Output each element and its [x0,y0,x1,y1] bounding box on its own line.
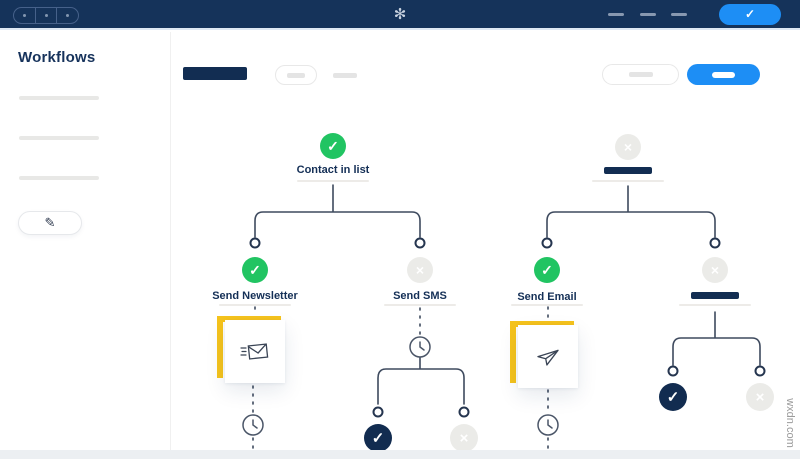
check-icon: ✓ [327,137,339,154]
cross-icon: × [710,262,720,278]
node-label: Send Newsletter [212,290,298,302]
swirl-logo-icon: ✻ [393,6,407,23]
check-icon: ✓ [371,430,385,447]
email-card[interactable] [518,325,578,388]
topbar: ✻ ✓ [0,0,800,30]
node-label: Send SMS [393,290,447,302]
label-placeholder [712,71,735,78]
node-status-approved[interactable]: ✓ [320,133,346,159]
paper-plane-icon [537,349,559,366]
window-control-middle[interactable] [34,8,57,23]
dot-icon [22,14,26,17]
clock-icon [242,336,559,436]
card-accent [510,321,516,383]
card-accent [510,321,574,327]
node-underline [219,304,291,306]
node-underline [297,180,369,182]
sidebar-item-placeholder[interactable] [19,136,99,140]
check-icon: ✓ [666,389,680,406]
check-icon: ✓ [744,7,756,21]
node-underline [592,180,664,182]
node-label: Contact in list [296,164,370,176]
cross-icon: × [459,429,469,447]
sidebar-divider [170,32,171,450]
check-icon: ✓ [541,261,553,278]
filter-placeholder[interactable] [333,73,357,78]
dashed-connector-line [252,306,549,451]
node-status-approved[interactable]: ✓ [242,257,268,283]
node-status-approved[interactable]: ✓ [534,257,560,283]
envelope-icon [240,342,269,360]
cross-icon: × [623,139,633,155]
filter-pill-button[interactable] [275,65,317,85]
node-label-placeholder [691,292,739,299]
node-underline [511,304,583,306]
node-status-rejected[interactable]: × [615,134,641,160]
cross-icon: × [755,388,765,406]
window-controls[interactable] [13,7,79,24]
sidebar-item-placeholder[interactable] [19,96,99,100]
cross-icon: × [415,262,425,278]
sidebar-item-placeholder[interactable] [19,176,99,180]
node-status-rejected[interactable]: × [702,257,728,283]
connector-line [254,184,761,405]
edit-workflow-button[interactable]: ✎ [18,211,82,235]
dot-icon [44,14,48,17]
outcome-approved[interactable]: ✓ [659,383,687,411]
dot-icon [66,14,70,17]
window-control-back[interactable] [14,8,35,23]
primary-button[interactable] [687,64,760,85]
node-underline [679,304,751,306]
secondary-button[interactable] [602,64,679,85]
newsletter-card[interactable] [225,320,285,383]
content-title-placeholder [183,67,247,80]
node-underline [384,304,456,306]
card-accent [217,316,223,378]
connector-dot [249,237,766,418]
outcome-rejected[interactable]: × [746,383,774,411]
outcome-approved[interactable]: ✓ [364,424,392,452]
label-placeholder [628,72,653,77]
check-icon: ✓ [249,261,261,278]
node-status-rejected[interactable]: × [407,257,433,283]
card-accent [217,316,281,322]
pencil-icon: ✎ [44,215,56,230]
menu-item-placeholder[interactable] [608,13,624,16]
window-control-forward[interactable] [56,8,78,23]
watermark: wxdn.com [784,398,796,448]
page-title: Workflows [18,49,96,66]
outcome-rejected[interactable]: × [450,424,478,452]
node-label: Send Email [517,291,577,303]
menu-item-placeholder[interactable] [640,13,656,16]
bottom-strip [0,450,800,459]
node-label-placeholder [604,167,652,174]
menu-item-placeholder[interactable] [671,13,687,16]
topbar-primary-button[interactable]: ✓ [719,4,781,25]
label-placeholder [287,72,305,78]
